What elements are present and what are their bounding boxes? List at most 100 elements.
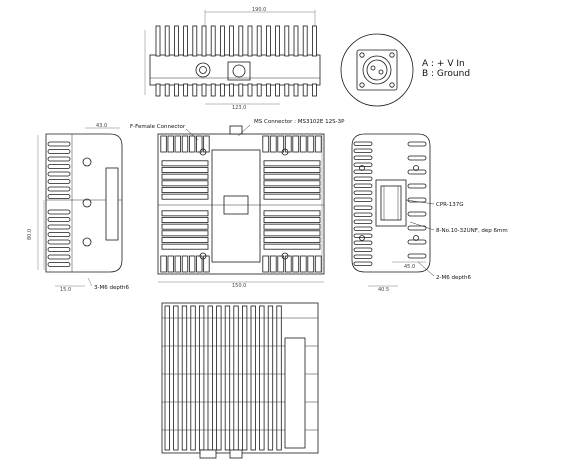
bottom-view xyxy=(161,302,319,459)
fin xyxy=(47,239,71,245)
fin xyxy=(307,255,315,273)
fin xyxy=(293,83,299,97)
fin xyxy=(407,211,427,217)
fin xyxy=(284,83,290,97)
fin xyxy=(47,186,71,192)
fin xyxy=(181,255,189,273)
callout-cpr-137g: CPR-137G xyxy=(436,202,464,208)
fin xyxy=(164,83,170,97)
fin xyxy=(263,243,321,250)
fin xyxy=(181,305,188,451)
fin xyxy=(277,255,285,273)
fin xyxy=(262,135,270,153)
fin xyxy=(161,160,209,167)
fin xyxy=(353,219,373,224)
fin xyxy=(311,83,317,97)
fin xyxy=(314,255,322,273)
fin xyxy=(269,255,277,273)
fin xyxy=(353,261,373,266)
fin xyxy=(267,305,274,451)
fin xyxy=(192,25,198,57)
fin xyxy=(173,83,179,97)
fin xyxy=(47,194,71,199)
fin xyxy=(219,83,225,97)
fin xyxy=(47,217,71,222)
fin xyxy=(155,83,161,97)
fin xyxy=(247,25,253,57)
fin xyxy=(173,305,179,451)
callout-m6-right: 2-M6 depth6 xyxy=(436,275,471,281)
fin xyxy=(161,230,209,237)
fin xyxy=(164,305,170,451)
fin xyxy=(207,305,213,451)
left-side-view: 43.0 80.0 15.0 3-M6 depth6 xyxy=(27,123,129,293)
fin xyxy=(284,25,290,57)
fin xyxy=(210,83,216,97)
fin xyxy=(161,243,209,250)
fin xyxy=(161,217,209,223)
callout-m6-left: 3-M6 depth6 xyxy=(94,285,129,291)
svg-text:80.0: 80.0 xyxy=(27,229,33,240)
fin xyxy=(47,141,71,147)
fin xyxy=(164,25,170,57)
fin xyxy=(167,135,174,153)
fin xyxy=(353,176,373,181)
fin xyxy=(276,305,282,451)
fin xyxy=(219,25,225,57)
fin xyxy=(407,141,427,147)
fin xyxy=(198,305,205,451)
fin xyxy=(353,183,373,188)
fin xyxy=(256,25,262,57)
fin xyxy=(275,25,281,57)
fin xyxy=(201,25,207,57)
fin xyxy=(161,167,209,173)
fin xyxy=(174,135,182,153)
fin xyxy=(233,305,239,451)
fin xyxy=(210,25,216,57)
fin xyxy=(196,255,203,273)
fin xyxy=(353,155,373,160)
fin xyxy=(407,183,427,189)
fin xyxy=(263,230,321,237)
fin xyxy=(173,25,179,57)
fin xyxy=(407,225,427,231)
callout-8-no10-32unf: 8-No.10-32UNF, dep 6mm xyxy=(436,228,508,234)
fin xyxy=(353,141,373,146)
fin xyxy=(302,83,308,97)
fin xyxy=(263,223,321,230)
fin xyxy=(263,237,321,243)
svg-text:150.0: 150.0 xyxy=(232,283,246,289)
fin xyxy=(353,205,373,210)
legend-a: A : + V In xyxy=(422,59,465,69)
fin xyxy=(299,135,307,153)
fin xyxy=(353,197,373,202)
fin xyxy=(262,255,270,273)
right-side-view: 40.5 45.0 CPR-137G 8-No.10-32UNF, dep 6m… xyxy=(351,133,508,293)
fin xyxy=(47,224,71,230)
fin xyxy=(161,180,209,187)
fin xyxy=(247,83,253,97)
fin xyxy=(196,135,203,153)
svg-text:40.5: 40.5 xyxy=(378,287,389,293)
front-view: 150.0 F-Female Connector MS Connector : … xyxy=(130,119,345,289)
fin xyxy=(263,173,321,180)
fin xyxy=(311,25,317,57)
fin xyxy=(299,255,307,273)
fin xyxy=(161,187,209,193)
fin xyxy=(275,83,281,97)
fin xyxy=(201,83,207,97)
svg-text:190.0: 190.0 xyxy=(252,7,266,13)
fin xyxy=(353,226,373,231)
svg-text:45.0: 45.0 xyxy=(404,264,415,270)
fin xyxy=(238,83,244,97)
fin xyxy=(167,255,174,273)
fin xyxy=(314,135,322,153)
fin xyxy=(241,305,248,451)
fin xyxy=(161,193,209,200)
fin xyxy=(353,240,373,245)
callout-ms-connector: MS Connector : MS3102E 12S-3P xyxy=(254,119,345,125)
fin xyxy=(263,167,321,173)
fin xyxy=(224,305,231,451)
fin xyxy=(190,305,196,451)
